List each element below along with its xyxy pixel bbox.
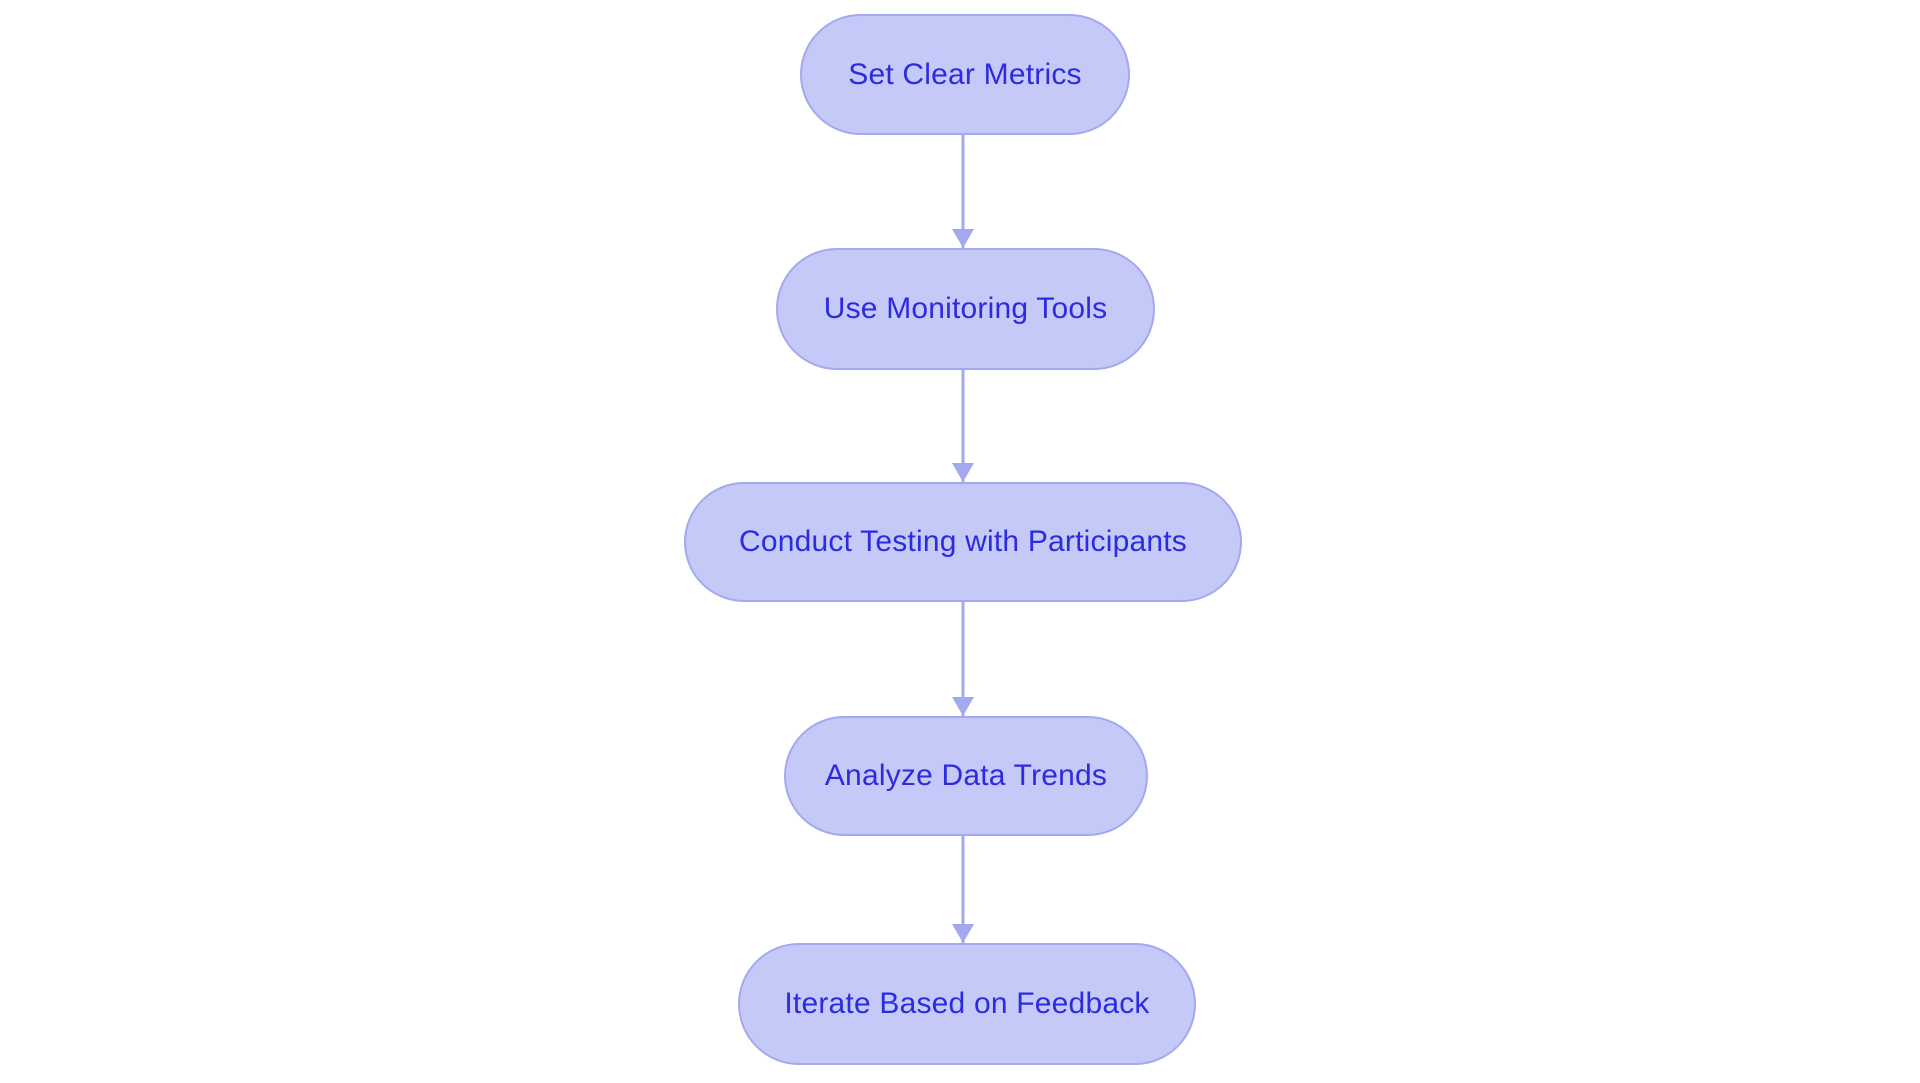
- flow-node-iterate-based-on-feedback[interactable]: Iterate Based on Feedback: [738, 943, 1196, 1065]
- arrow-down-icon: [952, 229, 974, 248]
- flow-edge-analyze-data-trends-to-iterate-based-on-feedback: [950, 836, 976, 943]
- flow-node-label: Set Clear Metrics: [848, 57, 1082, 91]
- edge-line: [961, 836, 965, 943]
- flow-node-label: Iterate Based on Feedback: [784, 987, 1150, 1020]
- arrow-down-icon: [952, 924, 974, 943]
- flow-edge-conduct-testing-with-participants-to-analyze-data-trends: [950, 602, 976, 716]
- flow-edge-set-clear-metrics-to-use-monitoring-tools: [950, 135, 976, 248]
- arrow-down-icon: [952, 697, 974, 716]
- flow-node-label: Conduct Testing with Participants: [739, 525, 1187, 558]
- flow-node-set-clear-metrics[interactable]: Set Clear Metrics: [800, 14, 1130, 135]
- flow-edge-use-monitoring-tools-to-conduct-testing-with-participants: [950, 370, 976, 482]
- edge-line: [961, 135, 965, 248]
- arrow-down-icon: [952, 463, 974, 482]
- flow-node-conduct-testing-with-participants[interactable]: Conduct Testing with Participants: [684, 482, 1242, 602]
- edge-line: [961, 602, 965, 716]
- flow-node-label: Analyze Data Trends: [824, 759, 1108, 792]
- flow-node-analyze-data-trends[interactable]: Analyze Data Trends: [784, 716, 1148, 836]
- flow-node-use-monitoring-tools[interactable]: Use Monitoring Tools: [776, 248, 1155, 370]
- flow-node-label: Use Monitoring Tools: [823, 292, 1108, 325]
- edge-line: [961, 370, 965, 482]
